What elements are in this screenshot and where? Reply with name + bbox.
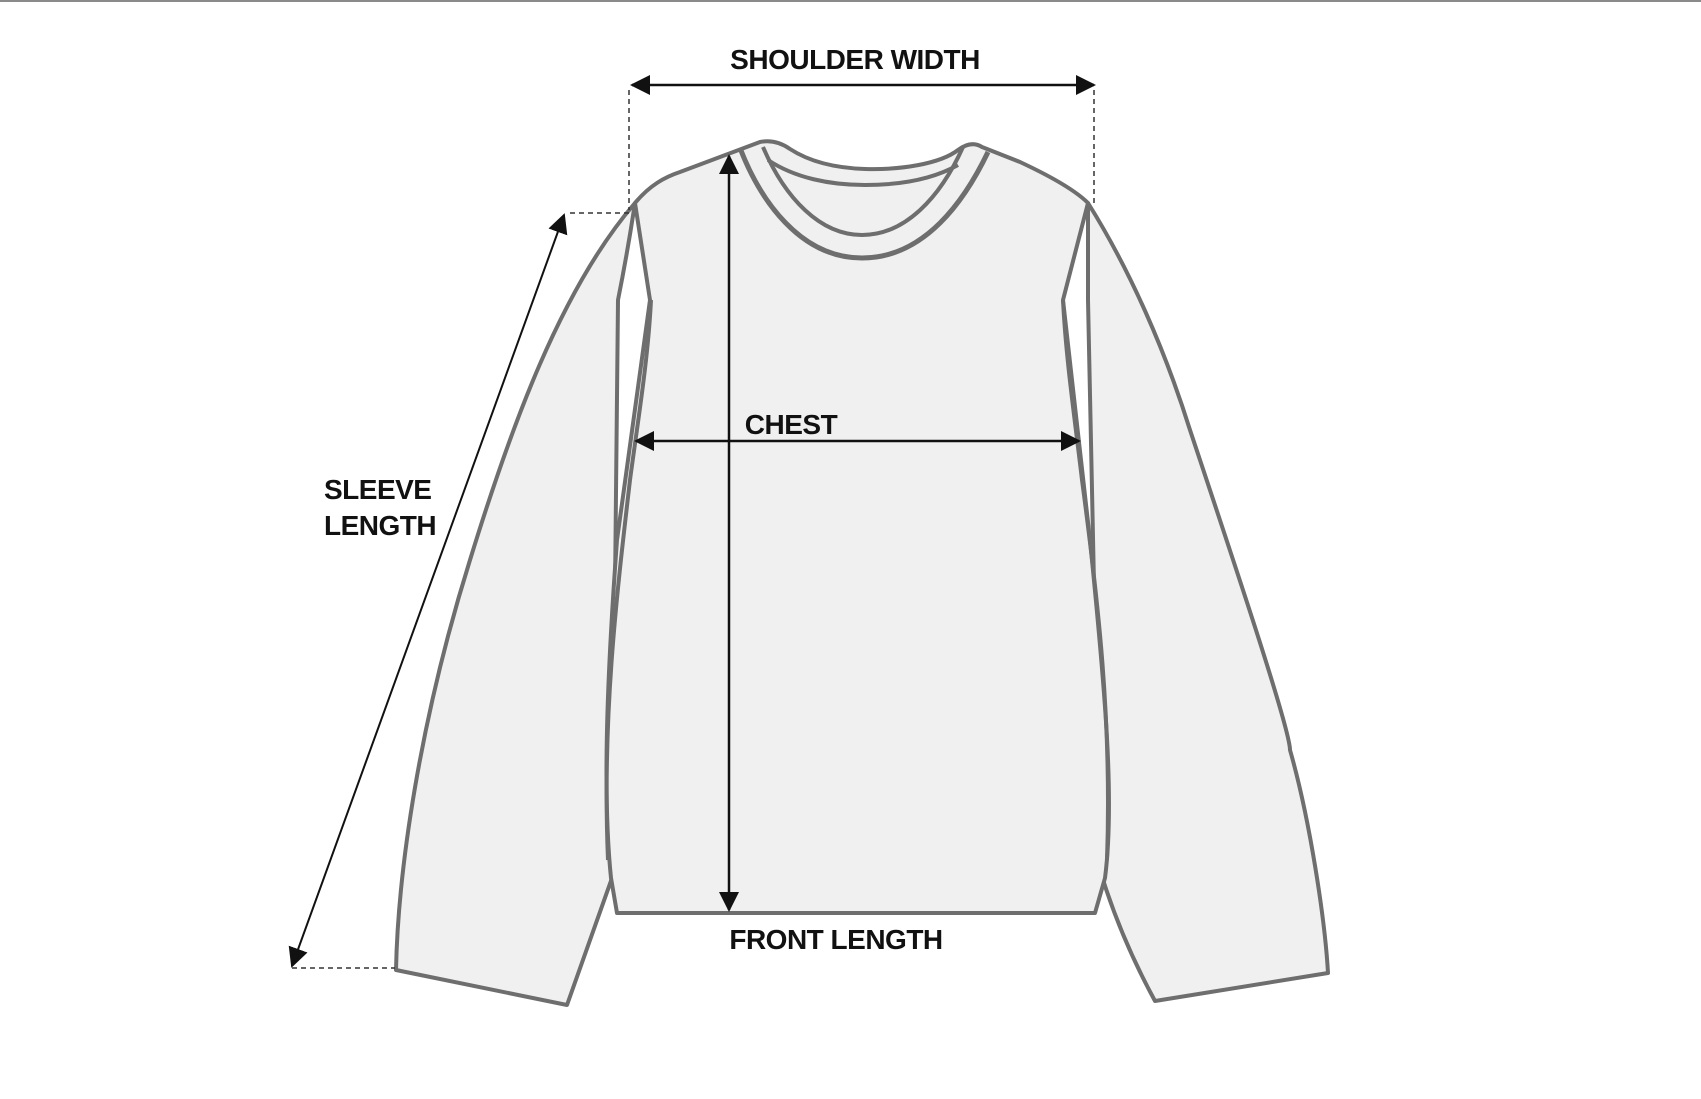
front-length-label: FRONT LENGTH [729, 924, 942, 955]
chest-label: CHEST [745, 409, 838, 440]
sleeve-length-label-line2: LENGTH [324, 510, 436, 541]
left-side-seam [604, 299, 653, 861]
left-sleeve [394, 201, 637, 1007]
back-neck-line [766, 158, 959, 188]
collar-outer [737, 147, 991, 261]
top-border-line [0, 0, 1701, 2]
sleeve-length-label-line1: SLEEVE [324, 474, 431, 505]
measurement-guides [288, 75, 1096, 969]
right-sleeve [1086, 201, 1330, 1003]
collar-inner [761, 146, 965, 238]
sleeve-length-arrow [288, 213, 568, 968]
right-side-seam [1061, 299, 1111, 861]
measurement-labels: SHOULDER WIDTH CHEST SLEEVE LENGTH FRONT… [324, 44, 980, 955]
sweater-illustration [394, 139, 1330, 1007]
shoulder-width-label: SHOULDER WIDTH [730, 44, 980, 75]
